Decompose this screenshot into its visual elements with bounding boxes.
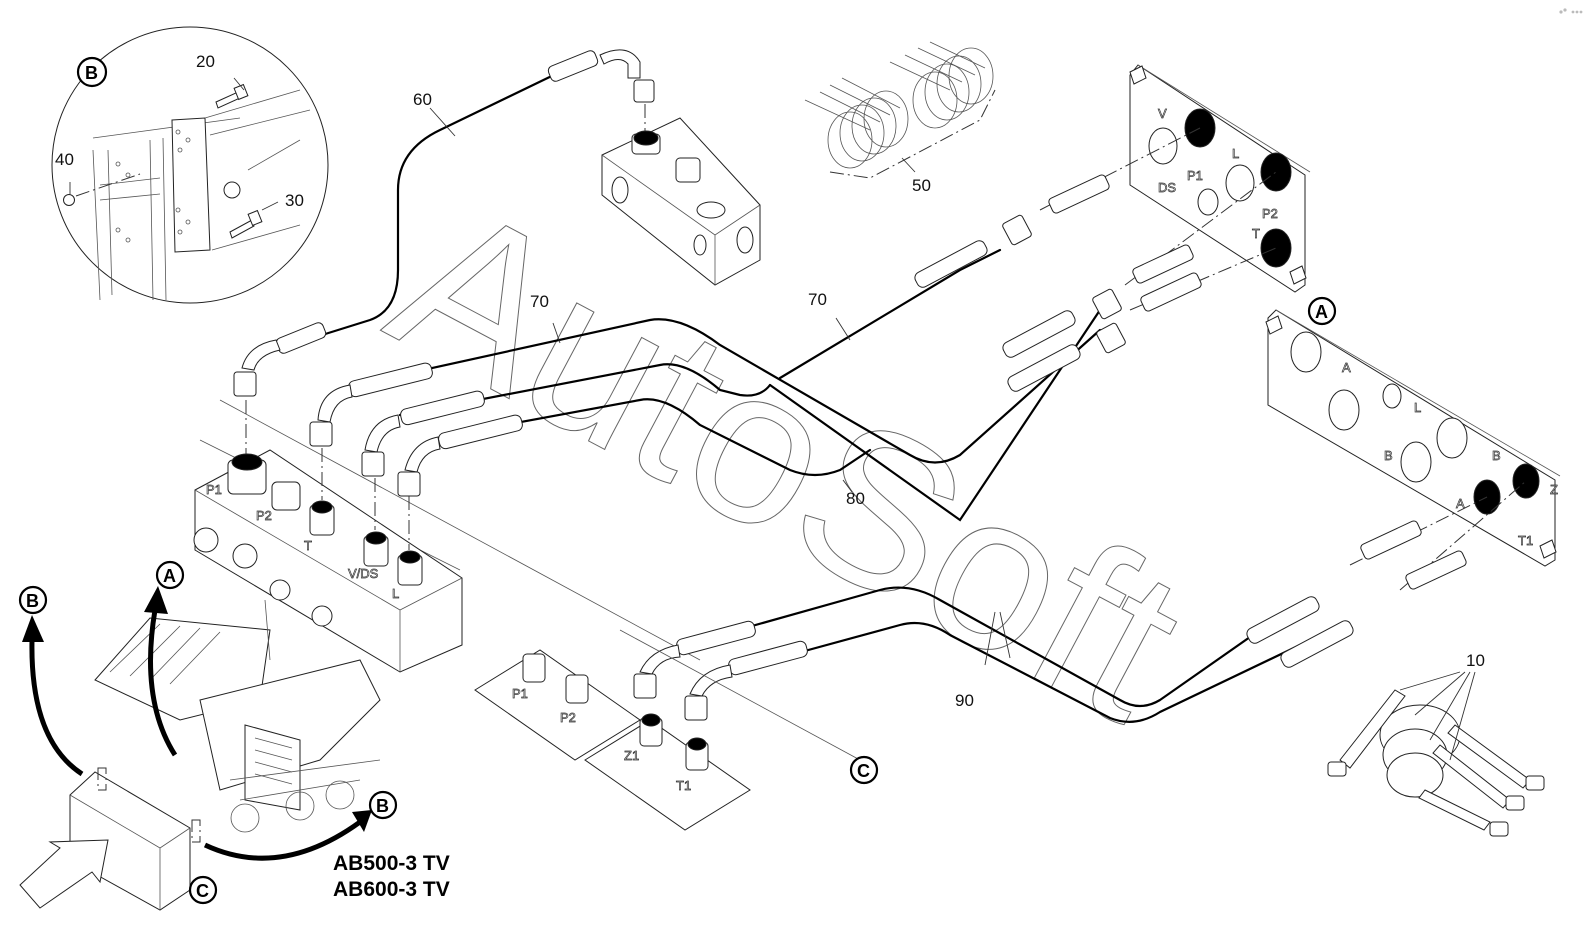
port-label-ds: DS xyxy=(1158,180,1176,195)
part-label-10: 10 xyxy=(1466,651,1485,670)
port-label-v: V xyxy=(1158,106,1167,121)
port-label-a1: A xyxy=(1342,360,1351,375)
bulkhead-panel-lower: A L B B A Z T1 xyxy=(1265,309,1561,567)
part-label-30: 30 xyxy=(285,191,304,210)
part-label-50: 50 xyxy=(912,176,931,195)
marker-c-machine-text: C xyxy=(196,881,209,901)
port-label-p2: P2 xyxy=(1262,206,1278,221)
hose-60: 60 xyxy=(233,49,655,397)
part-label-40: 40 xyxy=(55,150,74,169)
port-label-b2: B xyxy=(1492,448,1501,463)
marker-c-machine xyxy=(188,875,218,905)
port-label-z: Z xyxy=(1550,482,1558,497)
part-label-20: 20 xyxy=(196,52,215,71)
plate-port-z1: Z1 xyxy=(624,748,639,763)
part-label-60: 60 xyxy=(413,90,432,109)
marker-a-machine xyxy=(155,560,185,590)
valve-block-upper xyxy=(601,104,761,286)
manifold-port-p1: P1 xyxy=(206,482,222,497)
port-label-t1: T1 xyxy=(1518,533,1533,548)
watermark-text: AutoSoft xyxy=(358,154,1219,767)
hydraulic-manifold: P1 P2 T V/DS L xyxy=(193,399,701,673)
manifold-port-p2: P2 xyxy=(256,508,272,523)
part-label-80: 80 xyxy=(846,489,865,508)
part-label-70a: 70 xyxy=(530,292,549,311)
plate-port-p2: P2 xyxy=(560,710,576,725)
marker-b-inset xyxy=(76,56,108,88)
hoses-70-80: 70 70 80 xyxy=(309,214,1126,522)
marker-a-machine-text: A xyxy=(163,566,176,586)
straps-10: 10 xyxy=(1327,651,1545,837)
port-label-l: L xyxy=(1232,146,1239,161)
part-label-90: 90 xyxy=(955,691,974,710)
machine-overview: B A B C AB500-3 TV AB600-3 TV xyxy=(18,560,450,911)
detail-b-inset: 20 40 30 B xyxy=(51,26,329,304)
plate-port-t1: T1 xyxy=(676,778,691,793)
port-label-b1: B xyxy=(1384,448,1393,463)
marker-b-left xyxy=(18,585,48,615)
bulkhead-fittings xyxy=(1039,127,1527,591)
corner-indicator xyxy=(1559,8,1583,14)
port-label-p1: P1 xyxy=(1187,168,1203,183)
marker-a-upper xyxy=(1307,296,1337,326)
bulkhead-panel-upper: V P1 L DS P2 T A xyxy=(1129,64,1337,326)
marker-b-right-text: B xyxy=(376,796,389,816)
manifold-port-t: T xyxy=(304,538,312,553)
port-label-a2: A xyxy=(1456,496,1465,511)
plate-port-p1: P1 xyxy=(512,686,528,701)
marker-b-left-text: B xyxy=(26,591,39,611)
marker-b-right xyxy=(368,790,398,820)
model-label-ab500: AB500-3 TV xyxy=(333,852,450,875)
marker-a-upper-text: A xyxy=(1315,302,1328,322)
port-label-l2: L xyxy=(1414,400,1421,415)
port-label-t: T xyxy=(1252,226,1260,241)
part-label-70b: 70 xyxy=(808,290,827,309)
marker-c-plates-text: C xyxy=(857,761,870,781)
marker-b-inset-text: B xyxy=(85,63,98,83)
model-label-ab600: AB600-3 TV xyxy=(333,878,450,901)
plates-and-hose-90: P1 P2 Z1 T1 90 C xyxy=(474,586,1354,831)
cable-ties-50: 50 xyxy=(804,41,996,195)
marker-c-plates xyxy=(849,755,879,785)
manifold-port-vds: V/DS xyxy=(348,566,379,581)
manifold-port-l: L xyxy=(392,586,399,601)
